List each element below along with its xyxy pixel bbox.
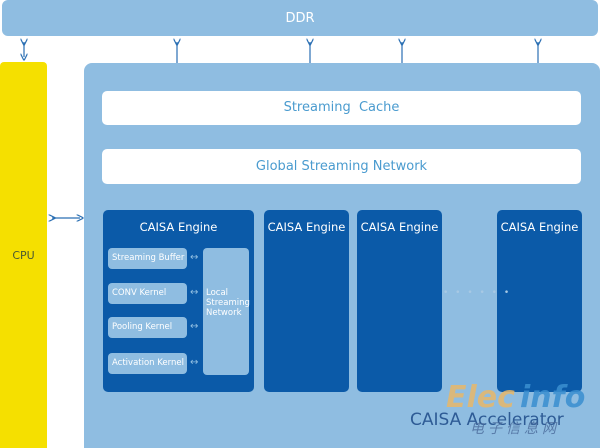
local-streaming-network-block: Local Streaming Network — [203, 248, 250, 375]
more-engines-ellipsis: • • • • • • — [443, 288, 512, 298]
watermark-info: info — [520, 380, 586, 415]
streaming-cache-label: Streaming Cache — [283, 100, 400, 115]
arrow-conv-lsn: ↔ — [190, 287, 199, 298]
engine-title: CAISA Engine — [360, 220, 439, 234]
global-streaming-network-block: Global Streaming Network — [102, 149, 581, 184]
arrow-act-lsn: ↔ — [190, 357, 199, 368]
gsn-label: Global Streaming Network — [255, 159, 428, 174]
cpu-block: CPU — [0, 62, 47, 448]
pooling-kernel-block: Pooling Kernel — [108, 317, 187, 338]
arrow-buffer-lsn: ↔ — [190, 252, 199, 263]
accelerator-label: CAISA Accelerator — [410, 410, 564, 430]
caisa-engine-3: CAISA Engine — [357, 210, 442, 392]
engine-title: CAISA Engine — [139, 220, 218, 234]
conv-kernel-block: CONV Kernel — [108, 283, 187, 304]
ddr-block: DDR — [2, 0, 598, 36]
streaming-buffer-block: Streaming Buffer — [108, 248, 187, 269]
engine-title: CAISA Engine — [500, 220, 579, 234]
watermark-elec: Elec — [446, 380, 515, 415]
watermark-sub: 电子信息网 — [470, 421, 560, 437]
cpu-label: CPU — [12, 248, 35, 262]
ddr-label: DDR — [285, 11, 315, 26]
caisa-engine-4: CAISA Engine — [497, 210, 582, 392]
caisa-engine-2: CAISA Engine — [264, 210, 349, 392]
activation-kernel-block: Activation Kernel — [108, 353, 187, 374]
streaming-cache-block: Streaming Cache — [102, 91, 581, 125]
caisa-engine-1: CAISA Engine Streaming Buffer CONV Kerne… — [103, 210, 254, 392]
arrow-pool-lsn: ↔ — [190, 321, 199, 332]
engine-title: CAISA Engine — [267, 220, 346, 234]
